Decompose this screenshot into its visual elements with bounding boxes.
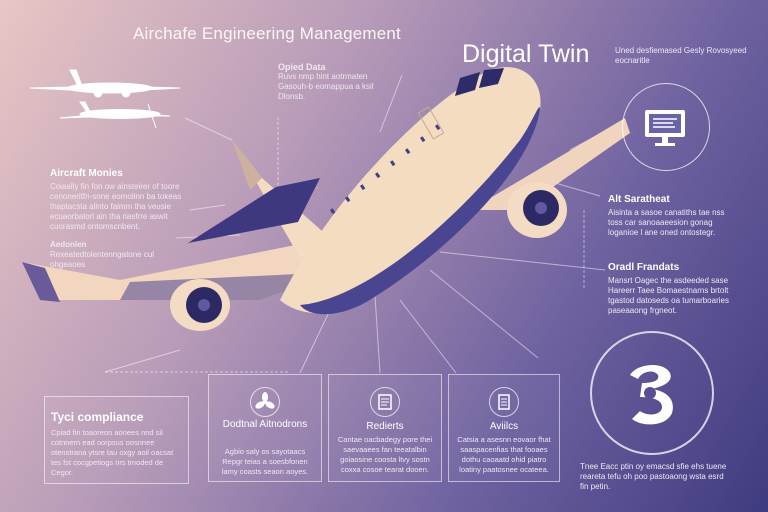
- card-3-title: Aviilcs: [489, 421, 519, 432]
- compliance-text: Cpiad fin toaoreon aonees nnd sil cotnne…: [51, 428, 174, 477]
- compliance-box: Tyci compliance Cpiad fin toaoreon aonee…: [44, 396, 189, 484]
- card-1-title: Dodtnal Aitnodrons: [222, 419, 308, 430]
- compliance-heading: Tyci compliance: [51, 410, 144, 424]
- left-info-heading: Aircraft Monies: [50, 168, 123, 179]
- fan-icon: [250, 387, 280, 417]
- bottom-note-text: Tnee Eacc ptin oy emacsd sfie ehs tuene …: [580, 462, 727, 491]
- left-info-subtext: Rexeatedtolentenngatone cul ohgeaoes: [50, 250, 155, 269]
- top-callout-heading: Opied Data: [278, 62, 326, 72]
- right-info-2: Oradl Frandats Mansrt Oagec the asdeeded…: [608, 262, 738, 316]
- right-info-1-heading: Alt Saratheat: [608, 194, 670, 205]
- digital-twin-title: Digital Twin: [462, 40, 590, 68]
- tool-circle: [590, 331, 714, 455]
- top-callout-text: Ruvs nmp hint aotrmaten Gasouh-b eomappu…: [278, 72, 374, 101]
- left-info-text: Coiaally fin fon ow ainsteirer of toore …: [50, 182, 182, 231]
- card-1: Dodtnal Aitnodrons Agbio saly os sayotaa…: [208, 374, 322, 482]
- card-2-title: Redierts: [366, 421, 404, 432]
- monitor-circle: [622, 83, 710, 171]
- right-info-1: Alt Saratheat Aisinta a sasoe canatiths …: [608, 194, 738, 238]
- document-icon: [370, 387, 400, 417]
- top-callout: Opied Data Ruvs nmp hint aotrmaten Gasou…: [278, 62, 388, 102]
- card-3-text: Catsia a asesnn eovaor fhat saaspacenfia…: [457, 435, 551, 474]
- wrench-hook-icon: [630, 364, 673, 425]
- list-icon: [489, 387, 519, 417]
- right-info-2-text: Mansrt Oagec the asdeeded sase Hareerr T…: [608, 276, 729, 315]
- digital-twin-note: Uned desfiemased Gesly Rovosyeed eocnari…: [615, 46, 747, 65]
- left-info-subheading: Aedonlen: [50, 240, 87, 249]
- card-2-text: Cantae oacbadegy pore thei saevaaees fan…: [337, 435, 433, 474]
- page-title: Airchafe Engineering Management: [133, 24, 401, 43]
- card-1-text: Agbio saly os sayotaacs Repgr teias a so…: [221, 447, 309, 476]
- card-3: Aviilcs Catsia a asesnn eovaor fhat saas…: [448, 374, 560, 482]
- card-2: Redierts Cantae oacbadegy pore thei saev…: [328, 374, 442, 482]
- bottom-note: Tnee Eacc ptin oy emacsd sfie ehs tuene …: [580, 462, 730, 492]
- monitor-icon: [645, 110, 685, 146]
- right-info-2-heading: Oradl Frandats: [608, 262, 680, 273]
- left-info-panel: Aircraft Monies Coiaally fin fon ow ains…: [50, 168, 190, 270]
- small-aircraft-sketches: [30, 69, 181, 129]
- right-info-1-text: Aisinta a sasoe canatiths tae nss toss c…: [608, 208, 725, 237]
